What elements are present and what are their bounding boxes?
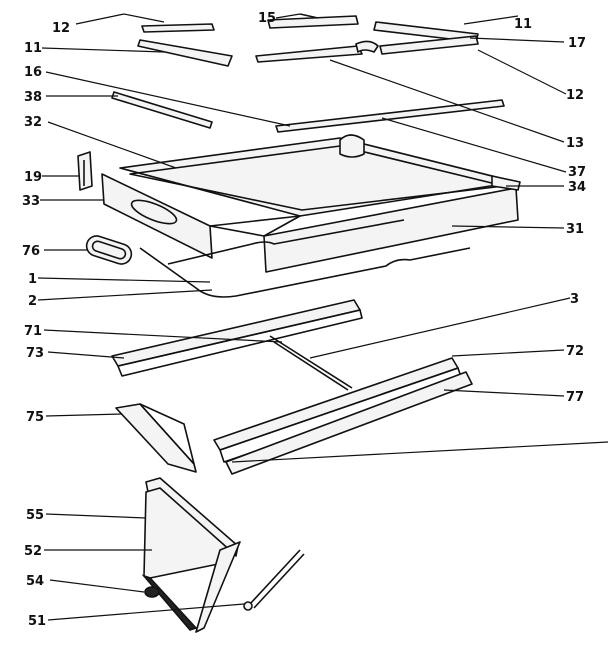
callout-labels: 12 15 11 11 17 16 12 38 13 32 37 19 34 3… <box>22 11 586 629</box>
callout-19: 19 <box>24 170 42 185</box>
callout-76: 76 <box>22 244 40 259</box>
callout-1: 1 <box>28 272 37 287</box>
callout-12-top-left: 12 <box>52 21 70 36</box>
callout-37: 37 <box>568 165 586 180</box>
callout-16: 16 <box>24 65 42 80</box>
rail-15-top-center <box>267 13 359 29</box>
callout-77: 77 <box>566 390 584 405</box>
rail-11-left <box>137 39 233 67</box>
leader-lines <box>37 13 608 621</box>
table-frame <box>77 134 521 298</box>
callout-34: 34 <box>568 180 586 195</box>
callout-52: 52 <box>24 544 42 559</box>
rail-12-top-left <box>141 23 215 33</box>
leg-assembly <box>141 477 305 633</box>
handle-76 <box>85 235 133 265</box>
callout-17: 17 <box>568 36 586 51</box>
callout-55: 55 <box>26 508 44 523</box>
rail-center-with-pocket <box>255 40 379 63</box>
callout-33: 33 <box>22 194 40 209</box>
callout-3: 3 <box>570 292 579 307</box>
channel-72 <box>213 357 463 463</box>
channel-77 <box>225 371 473 475</box>
callout-12-right: 12 <box>566 88 584 103</box>
cross-rod-3 <box>269 335 353 391</box>
callout-15: 15 <box>258 11 276 26</box>
rail-16-37-long <box>275 99 505 133</box>
callout-72: 72 <box>566 344 584 359</box>
callout-32: 32 <box>24 115 42 130</box>
callout-73: 73 <box>26 346 44 361</box>
callout-13: 13 <box>566 136 584 151</box>
rail-17-right <box>379 35 479 55</box>
channel-71-73 <box>111 299 363 377</box>
bracket-75 <box>115 403 197 473</box>
callout-31: 31 <box>566 222 584 237</box>
callout-11-left: 11 <box>24 41 42 56</box>
callout-11-top-right: 11 <box>514 17 532 32</box>
callout-51: 51 <box>28 614 46 629</box>
callout-2: 2 <box>28 294 37 309</box>
callout-38: 38 <box>24 90 42 105</box>
callout-75: 75 <box>26 410 44 425</box>
callout-71: 71 <box>24 324 42 339</box>
callout-54: 54 <box>26 574 44 589</box>
